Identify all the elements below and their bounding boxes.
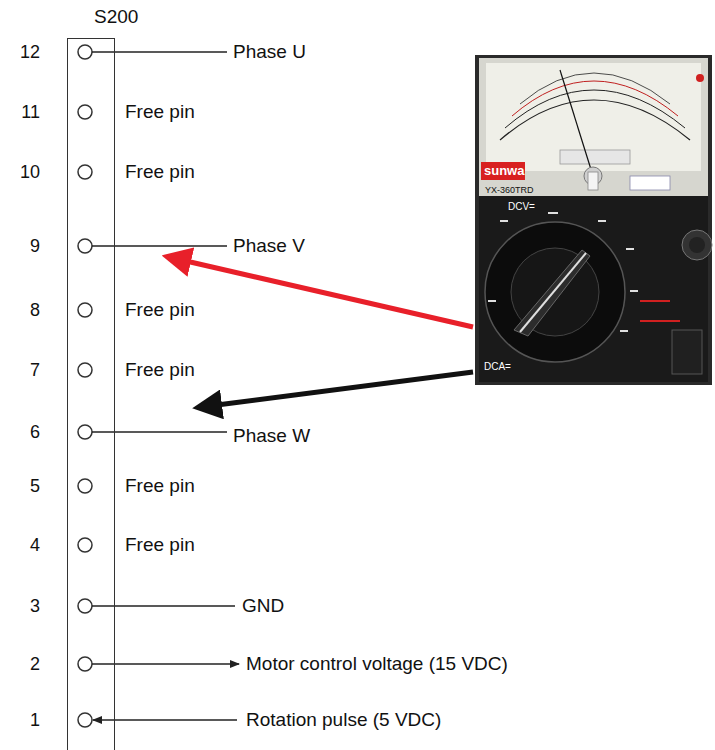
signal-name: Motor control voltage (15 VDC)	[246, 652, 508, 676]
red-probe-arrow	[186, 261, 473, 327]
pin-number: 1	[30, 709, 40, 732]
pin-number: 9	[30, 235, 40, 258]
signal-name: GND	[242, 594, 284, 618]
black-probe-arrow	[217, 372, 473, 405]
pin-number: 11	[21, 101, 40, 124]
model-number: YX-360TRD	[485, 185, 534, 196]
connector-name: S200	[94, 5, 138, 29]
signal-name: Rotation pulse (5 VDC)	[246, 708, 441, 732]
pin-number: 5	[30, 475, 40, 498]
free-pin-label: Free pin	[125, 100, 195, 124]
signal-name: Phase W	[233, 424, 310, 448]
pin-number: 12	[20, 41, 40, 64]
pin-circles	[78, 45, 92, 727]
pin-number: 10	[20, 161, 40, 184]
pin-number: 7	[30, 359, 40, 382]
free-pin-label: Free pin	[125, 160, 195, 184]
pin-number: 8	[30, 299, 40, 322]
free-pin-label: Free pin	[125, 474, 195, 498]
pin-number: 6	[30, 421, 40, 444]
free-pin-label: Free pin	[125, 358, 195, 382]
range-label: DCA=	[484, 360, 511, 373]
signal-name: Phase V	[233, 234, 305, 258]
free-pin-label: Free pin	[125, 298, 195, 322]
pin-number: 2	[30, 653, 40, 676]
pin-number: 4	[30, 534, 40, 557]
multimeter-photo	[475, 55, 712, 385]
free-pin-label: Free pin	[125, 533, 195, 557]
connector-block: S200	[67, 38, 115, 750]
signal-name: Phase U	[233, 40, 306, 64]
pin-number: 3	[30, 595, 40, 618]
range-label: DCV=	[508, 200, 535, 213]
brand-name: sunwa	[484, 163, 524, 179]
